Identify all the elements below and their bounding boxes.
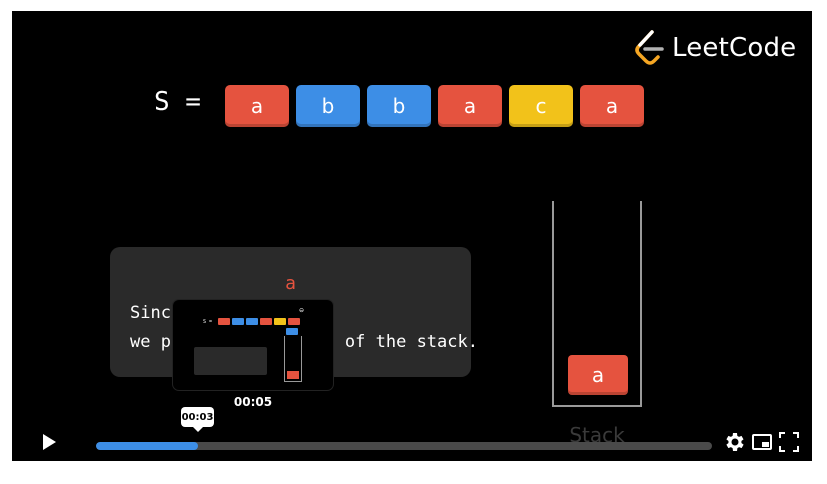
thumbnail-stack: [284, 336, 302, 382]
picture-in-picture-icon[interactable]: [750, 430, 774, 454]
progress-bar[interactable]: [96, 442, 712, 450]
thumbnail-string-label: S =: [203, 319, 213, 325]
seek-preview-thumbnail: ⊖ S =: [173, 300, 333, 390]
preview-time: 00:05: [233, 395, 273, 409]
leetcode-logo-text: LeetCode: [672, 33, 797, 63]
stack-item: a: [568, 355, 628, 395]
thumbnail-char-box: [232, 318, 244, 325]
thumbnail-char-box: [288, 318, 300, 325]
string-char-box: b: [296, 85, 360, 127]
leetcode-logo: LeetCode: [632, 29, 796, 67]
thumbnail-pushing-item: [286, 328, 298, 335]
string-label: S =: [154, 87, 201, 117]
string-char-box: a: [438, 85, 502, 127]
leetcode-logo-icon: [635, 30, 664, 65]
thumbnail-logo: ⊖: [299, 307, 305, 314]
thumbnail-explanation: [194, 347, 267, 375]
progress-fill: [96, 442, 199, 450]
thumbnail-char-box: [246, 318, 258, 325]
play-icon[interactable]: [39, 432, 59, 452]
gear-icon[interactable]: [722, 430, 746, 454]
fullscreen-icon[interactable]: [777, 430, 801, 454]
current-char: a: [285, 273, 296, 294]
thumbnail-char-box: [274, 318, 286, 325]
stack-container: a: [552, 201, 642, 407]
current-time-tooltip: 00:03: [181, 407, 214, 432]
thumbnail-chars: [218, 318, 300, 325]
string-char-box: b: [367, 85, 431, 127]
thumbnail-char-box: [260, 318, 272, 325]
control-bar: [12, 421, 812, 461]
string-char-box: a: [225, 85, 289, 127]
string-char-box: a: [580, 85, 644, 127]
thumbnail-char-box: [218, 318, 230, 325]
thumbnail-stack-item: [287, 371, 299, 379]
string-char-box: c: [509, 85, 573, 127]
